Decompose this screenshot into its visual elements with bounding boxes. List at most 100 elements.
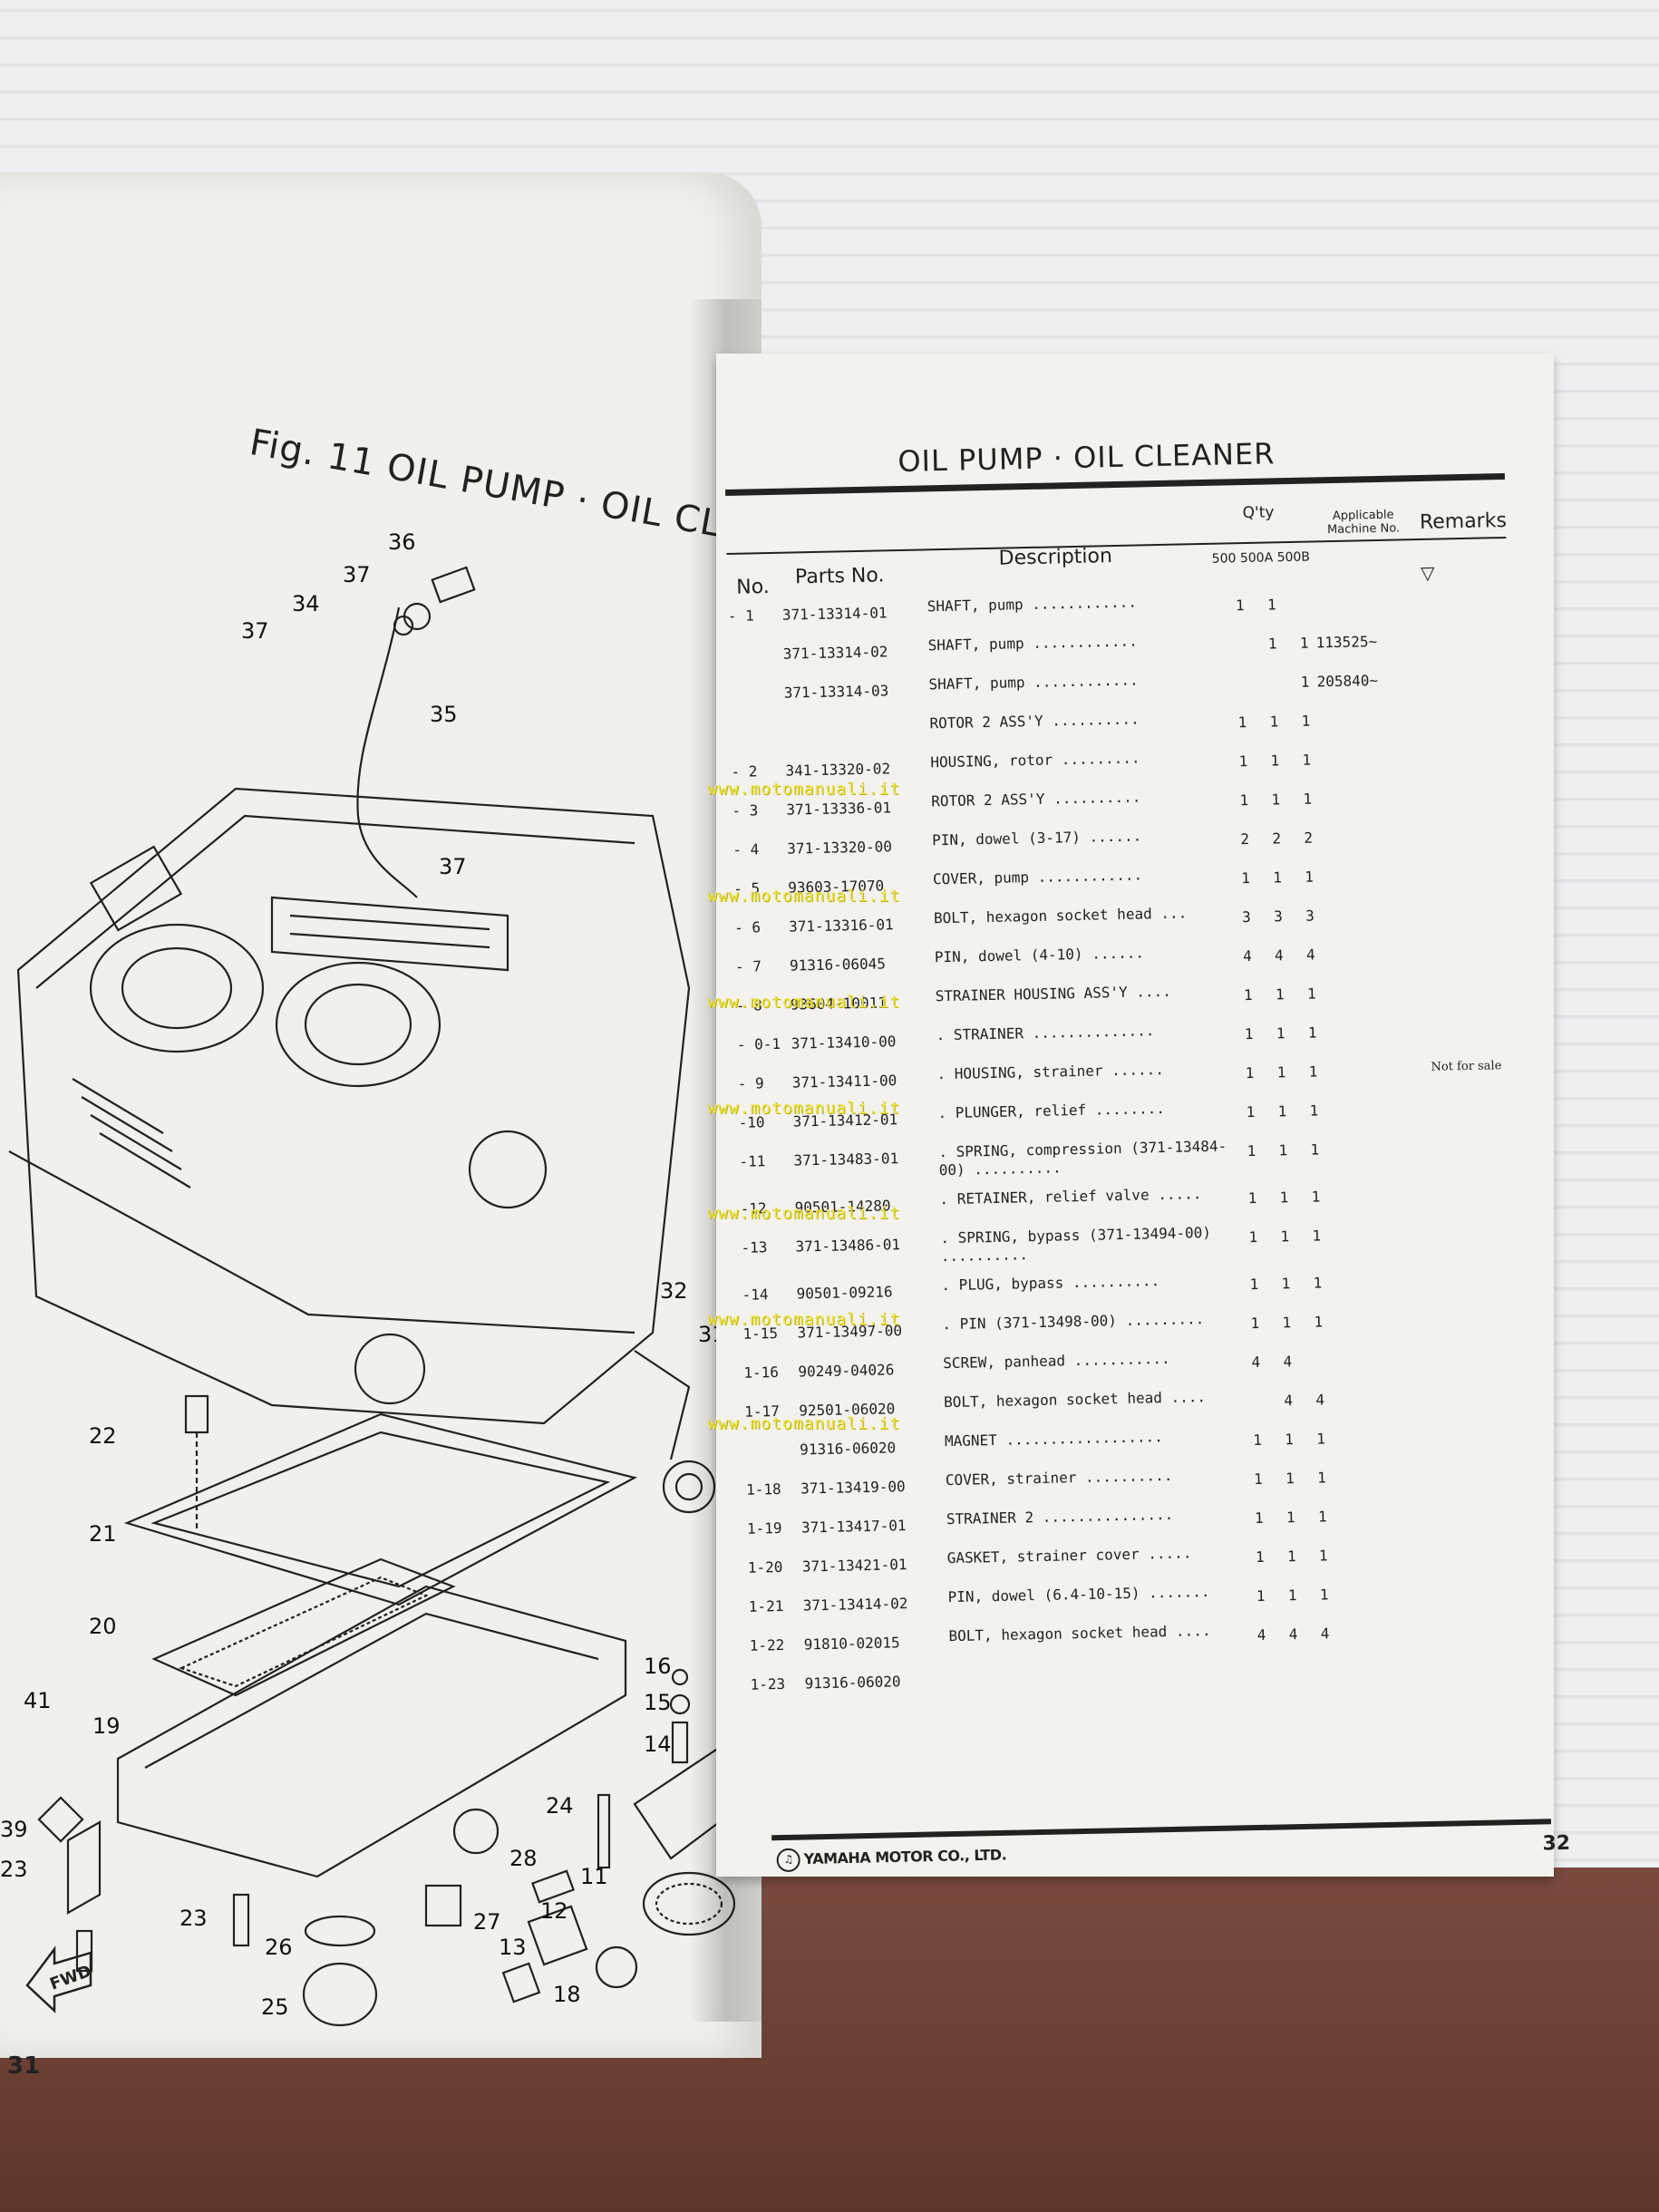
row-machine-no bbox=[1336, 1623, 1436, 1625]
row-remark bbox=[1423, 708, 1523, 710]
row-item-no: - 3 bbox=[732, 801, 759, 820]
row-qty-500: 1 bbox=[1247, 1188, 1257, 1208]
exploded-parts-diagram: 36 37 34 37 35 37 32 31 22 21 20 16 15 1… bbox=[0, 529, 745, 2027]
right-page: OIL PUMP · OIL CLEANER Q'ty Applicable M… bbox=[716, 354, 1570, 1877]
row-description: COVER, strainer .......... bbox=[945, 1466, 1173, 1489]
callout-26: 26 bbox=[265, 1935, 293, 1960]
row-qty-500: 1 bbox=[1238, 752, 1248, 771]
row-item-no bbox=[729, 645, 783, 646]
row-qty-500: 1 bbox=[1247, 1141, 1256, 1160]
callout-14: 14 bbox=[644, 1732, 672, 1757]
row-qty-500: 1 bbox=[1244, 1024, 1254, 1043]
row-description: . HOUSING, strainer ...... bbox=[936, 1061, 1165, 1083]
row-qty-500b: 1 bbox=[1308, 1062, 1318, 1081]
row-item-no: -13 bbox=[741, 1238, 768, 1256]
row-qty-500b: 1 bbox=[1312, 1227, 1322, 1245]
row-qty-500b: 1 bbox=[1316, 1430, 1326, 1448]
row-remark bbox=[1441, 1503, 1540, 1505]
row-remark bbox=[1431, 1098, 1531, 1100]
row-description: BOLT, hexagon socket head .... bbox=[943, 1388, 1207, 1412]
row-description: . STRAINER .............. bbox=[936, 1022, 1155, 1044]
watermark-text: www.motomanuali.it bbox=[707, 1310, 901, 1329]
row-qty-500a: 4 bbox=[1283, 1353, 1293, 1371]
row-part-number bbox=[784, 721, 920, 723]
callout-20: 20 bbox=[89, 1614, 117, 1639]
row-qty-500a: 4 bbox=[1284, 1392, 1294, 1410]
row-remark bbox=[1432, 1137, 1532, 1139]
row-qty-500a: 4 bbox=[1288, 1625, 1298, 1644]
callout-37: 37 bbox=[439, 854, 467, 879]
row-qty-500a: 1 bbox=[1275, 985, 1285, 1004]
row-description: . SPRING, bypass (371-13494-00) ........… bbox=[940, 1223, 1212, 1266]
row-machine-no bbox=[1324, 1022, 1423, 1024]
row-description: . PLUG, bypass .......... bbox=[941, 1272, 1160, 1295]
header-no: No. bbox=[736, 576, 771, 599]
row-item-no: - 7 bbox=[734, 957, 762, 975]
row-qty-500: 2 bbox=[1240, 830, 1250, 849]
row-qty-500: 1 bbox=[1235, 597, 1245, 615]
row-qty-500b: 1 bbox=[1306, 985, 1316, 1003]
callout-21: 21 bbox=[89, 1521, 117, 1547]
row-qty-500a: 1 bbox=[1278, 1141, 1288, 1159]
row-machine-no: 205840~ bbox=[1316, 671, 1379, 691]
row-description: BOLT, hexagon socket head .... bbox=[948, 1622, 1211, 1645]
row-qty-500a: 1 bbox=[1276, 1063, 1286, 1082]
row-qty-500b: 1 bbox=[1310, 1140, 1320, 1159]
row-description: HOUSING, rotor ......... bbox=[930, 749, 1140, 771]
callout-24: 24 bbox=[546, 1793, 574, 1819]
watermark-text: www.motomanuali.it bbox=[707, 993, 901, 1012]
callout-32: 32 bbox=[660, 1278, 688, 1304]
row-item-no bbox=[745, 1441, 800, 1442]
row-item-no: 1-16 bbox=[743, 1363, 780, 1382]
row-qty-500b: 1 bbox=[1307, 1024, 1317, 1042]
row-qty-500a: 1 bbox=[1266, 596, 1276, 614]
row-qty-500b: 1 bbox=[1314, 1313, 1324, 1331]
fwd-arrow-icon: FWD bbox=[25, 1945, 94, 2013]
row-description: STRAINER 2 ............... bbox=[946, 1505, 1174, 1528]
row-remark bbox=[1442, 1620, 1542, 1622]
row-remark bbox=[1426, 825, 1526, 827]
watermark-text: www.motomanuali.it bbox=[707, 1204, 901, 1223]
row-machine-no bbox=[1324, 1061, 1424, 1062]
row-part-number: 371-13314-01 bbox=[781, 604, 888, 624]
row-part-number: 90249-04026 bbox=[798, 1361, 895, 1381]
row-remark bbox=[1424, 747, 1524, 749]
row-qty-500a: 1 bbox=[1280, 1227, 1290, 1246]
oil-pipe bbox=[356, 606, 418, 898]
callout-15: 15 bbox=[644, 1690, 672, 1715]
row-machine-no bbox=[1335, 1545, 1435, 1547]
header-parts-no: Parts No. bbox=[794, 564, 885, 589]
row-qty-500a: 1 bbox=[1282, 1314, 1292, 1332]
row-qty-500: 4 bbox=[1242, 946, 1252, 965]
row-remark bbox=[1443, 1659, 1543, 1661]
row-qty-500: 1 bbox=[1248, 1227, 1258, 1247]
row-machine-no bbox=[1330, 1311, 1430, 1313]
row-qty-500a: 1 bbox=[1277, 1102, 1287, 1121]
row-qty-500a: 1 bbox=[1287, 1586, 1297, 1605]
callout-18: 18 bbox=[553, 1982, 581, 2007]
row-machine-no bbox=[1325, 1100, 1425, 1101]
row-item-no: - 2 bbox=[731, 762, 758, 781]
row-qty-500: 1 bbox=[1255, 1547, 1265, 1567]
callout-34: 34 bbox=[292, 591, 320, 616]
callout-11: 11 bbox=[580, 1864, 608, 1889]
row-qty-500b: 1 bbox=[1303, 790, 1313, 808]
callout-23: 23 bbox=[179, 1906, 208, 1931]
row-part-number: 371-13320-00 bbox=[787, 838, 893, 858]
row-machine-no bbox=[1335, 1584, 1435, 1586]
row-remark: Not for sale bbox=[1431, 1059, 1502, 1074]
row-qty-500a: 3 bbox=[1273, 907, 1284, 926]
callout-19: 19 bbox=[92, 1713, 121, 1739]
row-qty-500a: 1 bbox=[1285, 1431, 1295, 1449]
row-qty-500a: 4 bbox=[1274, 946, 1284, 965]
row-qty-500: 1 bbox=[1254, 1509, 1264, 1528]
row-remark bbox=[1439, 1425, 1538, 1427]
callout-12: 12 bbox=[540, 1898, 568, 1924]
row-machine-no bbox=[1323, 944, 1422, 946]
row-qty-500: 1 bbox=[1253, 1431, 1263, 1450]
row-remark bbox=[1428, 903, 1528, 905]
callout-22: 22 bbox=[89, 1423, 117, 1449]
remarks-marker-icon: ▽ bbox=[1420, 561, 1435, 584]
row-qty-500a: 1 bbox=[1285, 1470, 1295, 1488]
watermark-text: www.motomanuali.it bbox=[707, 1099, 901, 1118]
